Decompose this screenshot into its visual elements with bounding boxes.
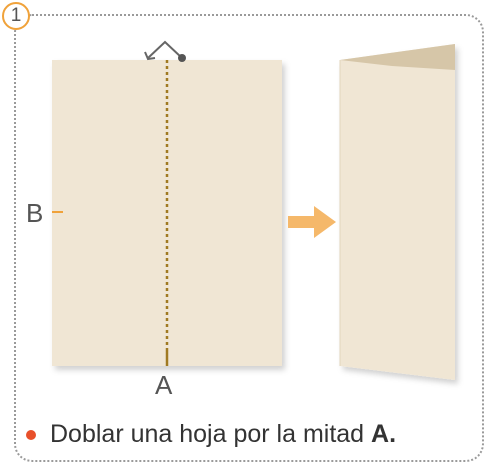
folded-paper-top-flap	[340, 44, 455, 70]
instruction-caption: Doblar una hoja por la mitad A.	[26, 420, 396, 449]
right-arrow-icon	[288, 206, 336, 238]
caption-main: Doblar una hoja por la mitad	[50, 420, 372, 448]
step-frame	[14, 14, 484, 462]
caption-emphasis: A.	[371, 420, 397, 448]
step-number-badge: 1	[2, 2, 30, 30]
curved-fold-arrow-icon	[144, 40, 186, 62]
edge-label-b: B	[26, 198, 44, 228]
fold-label-a: A	[155, 370, 173, 400]
bullet-icon	[26, 429, 36, 440]
folded-paper-sheet	[340, 44, 455, 380]
caption-text: Doblar una hoja por la mitad A.	[50, 420, 396, 449]
